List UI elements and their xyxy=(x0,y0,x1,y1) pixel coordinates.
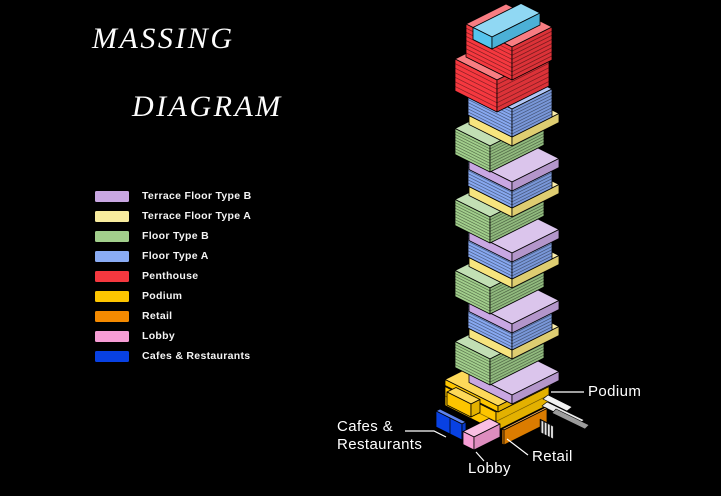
legend-item: Cafes & Restaurants xyxy=(95,346,251,366)
lobby-callout-label: Lobby xyxy=(468,460,511,477)
retail-callout-label: Retail xyxy=(532,448,573,465)
legend-item: Terrace Floor Type A xyxy=(95,206,251,226)
legend-swatch xyxy=(95,270,129,282)
legend-item: Retail xyxy=(95,306,251,326)
louver-strip xyxy=(544,422,547,436)
legend-item: Podium xyxy=(95,286,251,306)
louver-strip xyxy=(541,420,544,434)
lobby-leader-line xyxy=(475,451,485,462)
legend-swatch xyxy=(95,330,129,342)
legend-swatch xyxy=(95,310,129,322)
legend-label: Lobby xyxy=(142,330,175,342)
cafes-leader-line xyxy=(405,430,447,438)
page-title: MASSING DIAGRAM xyxy=(92,22,283,158)
cafes-callout-line-1: Cafes & xyxy=(337,418,394,435)
legend-label: Penthouse xyxy=(142,270,199,282)
legend-label: Terrace Floor Type B xyxy=(142,190,252,202)
canopy-slab-1 xyxy=(542,394,573,412)
block-lobby-block xyxy=(462,418,501,451)
legend-label: Floor Type A xyxy=(142,250,209,262)
legend-item: Floor Type A xyxy=(95,246,251,266)
legend-swatch xyxy=(95,350,129,362)
louver-strip xyxy=(547,423,550,437)
block-retail-block xyxy=(501,407,548,446)
title-line-2: DIAGRAM xyxy=(132,90,283,123)
title-line-1: MASSING xyxy=(92,22,235,55)
legend-swatch xyxy=(95,210,129,222)
legend: Terrace Floor Type B Terrace Floor Type A… xyxy=(95,186,251,366)
block-roof-cap xyxy=(472,3,541,50)
legend-swatch xyxy=(95,190,129,202)
louver-panel xyxy=(539,418,555,440)
legend-label: Floor Type B xyxy=(142,230,209,242)
legend-label: Cafes & Restaurants xyxy=(142,350,251,362)
legend-swatch xyxy=(95,250,129,262)
retail-leader-line xyxy=(506,438,529,456)
legend-label: Retail xyxy=(142,310,173,322)
podium-callout-label: Podium xyxy=(588,383,642,400)
louver-strip xyxy=(551,425,553,439)
cafes-callout-line-2: Restaurants xyxy=(337,436,423,453)
legend-item: Lobby xyxy=(95,326,251,346)
legend-label: Podium xyxy=(142,290,183,302)
block-podium-terrace xyxy=(446,387,481,418)
legend-item: Terrace Floor Type B xyxy=(95,186,251,206)
cafes-callout-label: Cafes &Restaurants xyxy=(337,418,422,490)
legend-swatch xyxy=(95,290,129,302)
canopy-slab-3 xyxy=(551,408,590,430)
legend-swatch xyxy=(95,230,129,242)
legend-label: Terrace Floor Type A xyxy=(142,210,252,222)
legend-item: Floor Type B xyxy=(95,226,251,246)
legend-item: Penthouse xyxy=(95,266,251,286)
